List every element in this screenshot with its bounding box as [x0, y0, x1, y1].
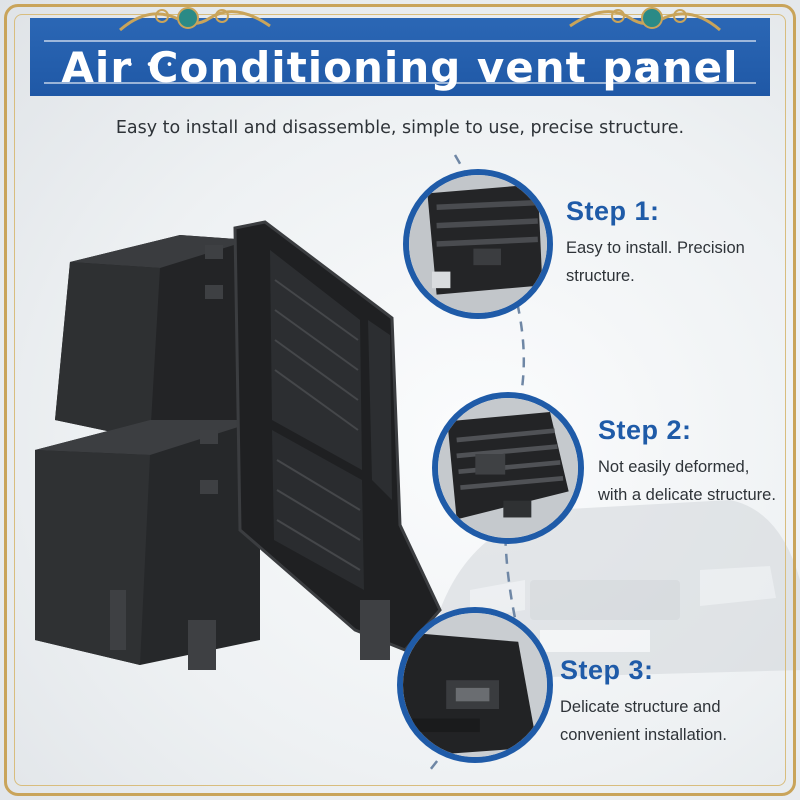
step-2-title: Step 2: [598, 415, 692, 445]
gold-frame [4, 4, 796, 796]
banner-stripes [44, 40, 756, 84]
step-3-detail-image [397, 607, 553, 763]
step-3-description: Delicate structure and convenient instal… [560, 698, 727, 744]
header-banner: • • • • • • Air Conditioning vent panel [30, 18, 770, 96]
subtitle: Easy to install and disassemble, simple … [115, 118, 685, 138]
page-title: Air Conditioning vent panel [61, 43, 739, 92]
ornament-scroll-icon [119, 7, 271, 32]
dot-divider-icon: • • • [622, 58, 674, 73]
step-1-detail-image [403, 169, 553, 319]
ornament-scroll-icon [569, 7, 721, 32]
step-1-description: Easy to install. Precision structure. [566, 239, 745, 285]
dot-divider-icon: • • • [126, 58, 178, 73]
step-2-description: Not easily deformed, with a delicate str… [598, 458, 776, 504]
gold-frame-inner [14, 14, 786, 786]
step-2-detail-image [432, 392, 584, 544]
step-3-title: Step 3: [560, 655, 654, 685]
step-1-title: Step 1: [566, 196, 660, 226]
